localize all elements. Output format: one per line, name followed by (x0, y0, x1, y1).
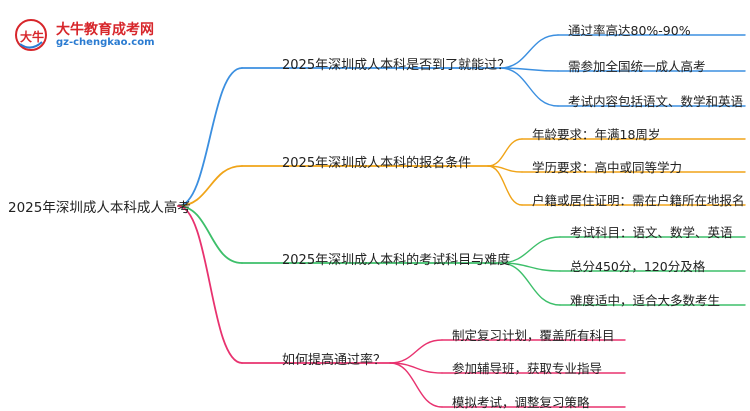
leaf-topic: 参加辅导班，获取专业指导 (452, 361, 603, 376)
branch-topic: 如何提高通过率？ (282, 353, 387, 368)
branch-topic: 2025年深圳成人本科是否到了就能过？ (282, 58, 511, 73)
logo-title: 大牛教育成考网 (56, 22, 154, 38)
logo-mark-icon (15, 19, 47, 51)
leaf-connector (487, 138, 523, 167)
leaf-topic: 模拟考试，调整复习策略 (452, 395, 590, 410)
branch-connector (177, 205, 243, 264)
leaf-connector (389, 339, 443, 364)
branch-connector (177, 205, 243, 364)
leaf-topic: 需参加全国统一成人高考 (568, 59, 706, 74)
leaf-topic: 户籍或居住证明：需在户籍所在地报名 (532, 193, 745, 208)
branch-topic: 2025年深圳成人本科的考试科目与难度 (282, 253, 511, 268)
logo-mark-text: 大牛 (20, 30, 45, 44)
leaf-connector (499, 262, 561, 306)
leaf-topic: 考试内容包括语文、数学和英语 (568, 94, 744, 109)
leaf-topic: 难度适中，适合大多数考生 (570, 293, 721, 308)
leaf-topic: 通过率高达80%-90% (568, 23, 691, 38)
leaf-connector (499, 67, 559, 107)
branch-connector (177, 67, 243, 207)
leaf-connector (487, 165, 523, 206)
leaf-topic: 年龄要求：年满18周岁 (532, 127, 661, 142)
logo-url: gz-chengkao.com (56, 37, 155, 48)
leaf-topic: 制定复习计划，覆盖所有科目 (452, 328, 615, 343)
root-topic: 2025年深圳成人本科成人高考 (8, 200, 191, 216)
leaf-topic: 学历要求：高中或同等学力 (532, 160, 683, 175)
leaf-topic: 总分450分，120分及格 (570, 259, 706, 274)
leaf-connector (499, 262, 561, 272)
leaf-connector (499, 236, 561, 264)
site-logo[interactable]: 大牛 大牛教育成考网 gz-chengkao.com (8, 14, 178, 54)
branch-connector (177, 165, 243, 207)
leaf-connector (499, 34, 559, 69)
leaf-connector (389, 362, 443, 408)
branch-topic: 2025年深圳成人本科的报名条件 (282, 156, 472, 171)
leaf-topic: 考试科目：语文、数学、英语 (570, 225, 733, 240)
